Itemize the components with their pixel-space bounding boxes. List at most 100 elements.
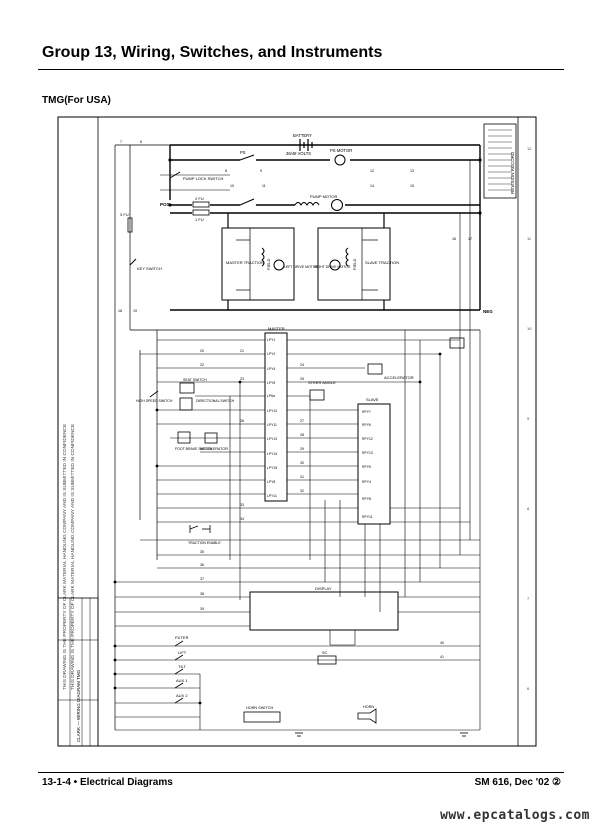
svg-text:14: 14 xyxy=(370,184,374,188)
slave-label: SLAVE xyxy=(366,397,379,402)
left-drive-motor-symbol xyxy=(273,259,285,271)
svg-text:RPY8: RPY8 xyxy=(362,497,371,501)
battery-symbol xyxy=(299,139,313,151)
junction-dots xyxy=(113,158,482,705)
svg-text:27: 27 xyxy=(300,419,304,423)
master-pin-labels: LPY1 LPY2 LPY4 LPY5 LP6a LPY12 LPY11 LPY… xyxy=(267,338,277,498)
svg-text:21: 21 xyxy=(240,349,244,353)
svg-text:39: 39 xyxy=(200,607,204,611)
svg-text:16: 16 xyxy=(452,237,456,241)
fuse-3fu-label: 3 FU xyxy=(120,212,129,217)
svg-text:40: 40 xyxy=(440,641,444,645)
control-wires xyxy=(115,339,480,731)
svg-text:LPY15: LPY15 xyxy=(267,466,277,470)
svg-text:RPY11: RPY11 xyxy=(362,515,373,519)
svg-text:LPY4: LPY4 xyxy=(267,367,275,371)
svg-text:9: 9 xyxy=(527,416,530,421)
ps-label: PS xyxy=(240,150,246,155)
svg-text:12: 12 xyxy=(527,146,532,151)
slave-traction-box xyxy=(317,227,391,301)
title-block-text: CLARK — WIRING DIAGRAM TMG xyxy=(76,669,81,742)
svg-text:15: 15 xyxy=(410,184,414,188)
svg-text:6: 6 xyxy=(140,140,142,144)
sidebar-note: THIS DRAWING IS THE PROPERTY OF CLARK MA… xyxy=(62,424,68,690)
svg-text:11: 11 xyxy=(262,184,266,188)
svg-text:33: 33 xyxy=(240,503,244,507)
svg-text:11: 11 xyxy=(527,236,532,241)
tilt-label: TILT xyxy=(178,664,186,669)
master-label: MASTER xyxy=(268,326,285,331)
svg-text:31: 31 xyxy=(300,475,304,479)
svg-text:LPY5: LPY5 xyxy=(267,381,275,385)
ground-symbols xyxy=(295,732,468,737)
svg-text:38: 38 xyxy=(200,592,204,596)
svg-text:8: 8 xyxy=(527,506,530,511)
svg-text:20: 20 xyxy=(200,349,204,353)
svg-text:LPY13: LPY13 xyxy=(267,437,277,441)
pump-lock-switch-label: PUMP LOCK SWITCH xyxy=(183,176,223,181)
left-drive-motor-label: LEFT DRIVE MOTOR xyxy=(284,265,319,269)
svg-text:10: 10 xyxy=(230,184,234,188)
sc-label: SC xyxy=(322,651,328,655)
svg-text:36: 36 xyxy=(200,563,204,567)
accelerator-label: ACCELERATOR xyxy=(384,375,414,380)
svg-text:12: 12 xyxy=(370,169,374,173)
battery-label: BATTERY xyxy=(293,133,312,138)
sc-relay xyxy=(317,655,337,665)
horn-symbol xyxy=(357,708,377,724)
svg-text:LPY14: LPY14 xyxy=(267,452,277,456)
page-title: Group 13, Wiring, Switches, and Instrume… xyxy=(42,44,383,61)
svg-text:RPY4: RPY4 xyxy=(362,480,371,484)
filter-label: FILTER xyxy=(175,635,189,640)
accelerator-label-2: ACCELERATOR xyxy=(200,447,228,451)
traction-enable-label: TRACTION ENABLE xyxy=(188,541,221,545)
svg-text:41: 41 xyxy=(440,655,444,659)
pos-label: POS xyxy=(160,202,170,207)
fuse-1fu-label: 1 FU xyxy=(195,217,204,222)
svg-text:10: 10 xyxy=(527,326,532,331)
display-label: DISPLAY xyxy=(315,586,332,591)
right-vertical-wires xyxy=(229,160,481,730)
steer-angle-sensor xyxy=(309,389,325,401)
svg-text:7: 7 xyxy=(527,596,530,601)
svg-text:13: 13 xyxy=(410,169,414,173)
slave-controller xyxy=(357,403,391,525)
diagram-subtitle: TMG(For USA) xyxy=(42,95,111,106)
right-drive-motor-label: RIGHT DRIVE MOTOR xyxy=(314,265,351,269)
key-switch-label: KEY SWITCH xyxy=(137,266,162,271)
svg-text:8: 8 xyxy=(225,169,227,173)
neg-label: NEG xyxy=(483,309,493,314)
svg-text:RPY6: RPY6 xyxy=(362,423,371,427)
foot-brake-switch-label: FOOT BRAKE SWITCH xyxy=(175,447,213,451)
ps-relay xyxy=(449,337,465,349)
fuse-2fu-label: 2 FU xyxy=(195,196,204,201)
pump-motor-symbol xyxy=(331,199,343,211)
horn-switch-box xyxy=(243,711,281,723)
svg-text:LPY1: LPY1 xyxy=(267,338,275,342)
svg-text:LPY12: LPY12 xyxy=(267,409,277,413)
svg-text:7: 7 xyxy=(120,140,122,144)
sidebar-note-2: THIS DRAWING IS THE PROPERTY OF CLARK MA… xyxy=(70,424,76,690)
diagram-frame xyxy=(57,116,537,747)
master-controller xyxy=(264,332,288,502)
svg-text:LP6a: LP6a xyxy=(267,394,275,398)
volts-label: 36/48 VOLTS xyxy=(286,151,311,156)
directional-switch-box xyxy=(179,397,193,411)
footer-manual-ref: SM 616, Dec '02 ② xyxy=(474,777,561,788)
svg-text:34: 34 xyxy=(240,517,244,521)
accelerator-sensor-2 xyxy=(204,432,218,444)
slave-pin-labels: RPY7 RPY6 RPY12 RPY13 RPY5 RPY4 RPY8 RPY… xyxy=(362,410,373,519)
watermark: www.epcatalogs.com xyxy=(440,808,590,823)
directional-switch-label: DIRECTIONAL SWITCH xyxy=(196,399,235,403)
title-block xyxy=(57,597,99,747)
ps-motor-label: PS MOTOR xyxy=(330,148,352,153)
svg-text:RPY5: RPY5 xyxy=(362,465,371,469)
svg-text:RPY12: RPY12 xyxy=(362,437,373,441)
svg-text:LPY8: LPY8 xyxy=(267,480,275,484)
wire-number-labels: 6 7 8 9 10 11 12 13 14 15 16 17 18 19 20… xyxy=(118,140,472,659)
svg-text:RPY7: RPY7 xyxy=(362,410,371,414)
horn-switch-label: HORN SWITCH xyxy=(246,706,273,710)
svg-text:30: 30 xyxy=(300,461,304,465)
seat-switch-box xyxy=(179,382,195,394)
